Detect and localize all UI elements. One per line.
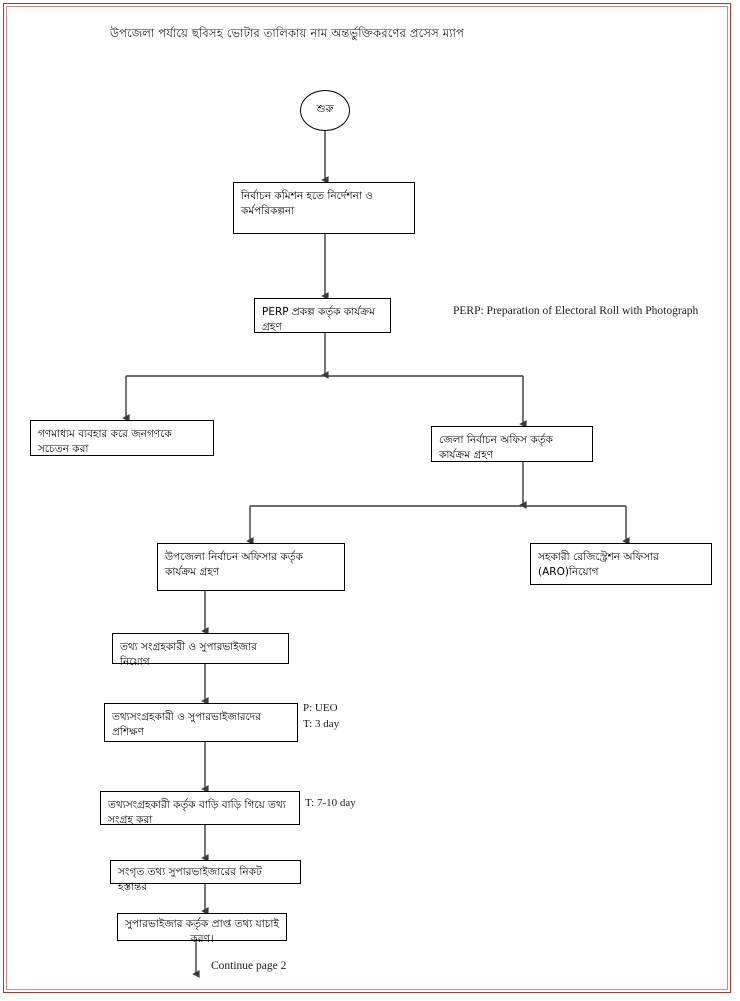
node-door-to-door-label: তথ্যসংগ্রহকারী কর্তৃক বাড়ি বাড়ি গিয়ে …	[108, 799, 286, 826]
node-start: শুরু	[300, 90, 350, 131]
page-title: উপজেলা পর্যায়ে ছবিসহ ভোটার তালিকায় নাম…	[110, 26, 464, 40]
node-verification: সুপারভাইজার কর্তৃক প্রাপ্ত তথ্য যাচাই কর…	[117, 913, 287, 945]
node-handover-label: সংগৃত তথ্য সুপারভাইজারের নিকট হস্তান্তর	[118, 866, 262, 893]
node-district-office-label: জেলা নির্বাচন অফিস কর্তৃক কার্যক্রম গ্রহ…	[439, 434, 553, 461]
door-to-door-note: T: 7-10 day	[305, 797, 356, 809]
node-collector-supervisor-appointment: তথ্য সংগ্রহকারী ও সুপারভাইজার নিয়োগ	[112, 633, 289, 668]
page-border-inner	[6, 6, 728, 990]
node-training-label: তথ্যসংগ্রহকারী ও সুপারভাইজারদের প্রশিক্ষ…	[112, 711, 262, 738]
node-media-awareness-label: গণমাধ্যম ব্যবহার করে জনগণকে সচেতন করা	[38, 428, 172, 455]
training-note: P: UEO T: 3 day	[303, 702, 340, 730]
node-start-label: শুরু	[316, 103, 334, 115]
node-verification-label: সুপারভাইজার কর্তৃক প্রাপ্ত তথ্য যাচাই কর…	[125, 918, 279, 945]
node-aro-appointment: সহকারী রেজিস্ট্রেশন অফিসার (ARO)নিয়োগ	[530, 543, 712, 585]
node-ec-guideline-label: নির্বাচন কমিশন হতে নির্দেশনা ও কর্মপরিকল…	[241, 190, 373, 217]
node-door-to-door: তথ্যসংগ্রহকারী কর্তৃক বাড়ি বাড়ি গিয়ে …	[100, 791, 300, 826]
node-ec-guideline: নির্বাচন কমিশন হতে নির্দেশনা ও কর্মপরিকল…	[233, 182, 415, 234]
node-perp-project: PERP প্রকল্প কর্তৃক কার্যক্রম গ্রহণ	[254, 298, 391, 333]
perp-legend: PERP: Preparation of Electoral Roll with…	[453, 305, 699, 317]
node-upazila-officer-label: উপজেলা নির্বাচন অফিসার কর্তৃক কার্যক্রম …	[165, 551, 303, 578]
node-aro-appointment-label: সহকারী রেজিস্ট্রেশন অফিসার (ARO)নিয়োগ	[538, 551, 659, 578]
node-district-office: জেলা নির্বাচন অফিস কর্তৃক কার্যক্রম গ্রহ…	[431, 426, 593, 462]
page-border-outer	[3, 3, 731, 993]
continue-page-label: Continue page 2	[211, 960, 287, 972]
node-handover: সংগৃত তথ্য সুপারভাইজারের নিকট হস্তান্তর	[110, 860, 301, 893]
node-upazila-officer: উপজেলা নির্বাচন অফিসার কর্তৃক কার্যক্রম …	[157, 543, 345, 591]
node-media-awareness: গণমাধ্যম ব্যবহার করে জনগণকে সচেতন করা	[30, 420, 214, 456]
node-collector-supervisor-appointment-label: তথ্য সংগ্রহকারী ও সুপারভাইজার নিয়োগ	[120, 641, 257, 668]
node-perp-project-label: PERP প্রকল্প কর্তৃক কার্যক্রম গ্রহণ	[262, 306, 375, 333]
node-training: তথ্যসংগ্রহকারী ও সুপারভাইজারদের প্রশিক্ষ…	[104, 703, 298, 742]
